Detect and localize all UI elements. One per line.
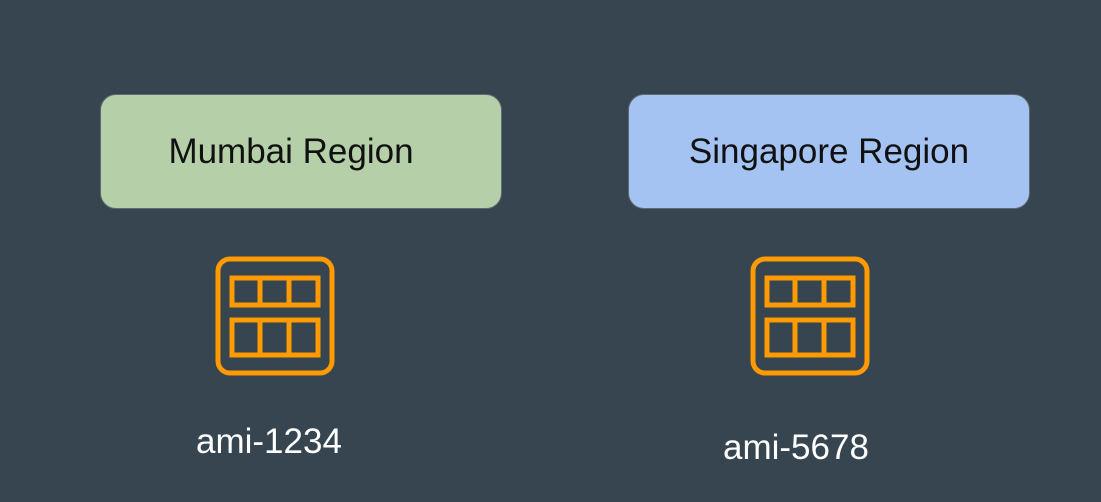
mumbai-ami-id-label: ami-1234 — [196, 422, 342, 461]
singapore-region-box: Singapore Region — [628, 94, 1030, 209]
ami-table-icon — [750, 256, 870, 376]
mumbai-region-label: Mumbai Region — [168, 131, 414, 171]
ami-table-icon — [215, 256, 335, 376]
singapore-region-label: Singapore Region — [688, 131, 970, 171]
mumbai-region-box: Mumbai Region — [100, 94, 502, 209]
singapore-ami-id-label: ami-5678 — [723, 428, 869, 467]
